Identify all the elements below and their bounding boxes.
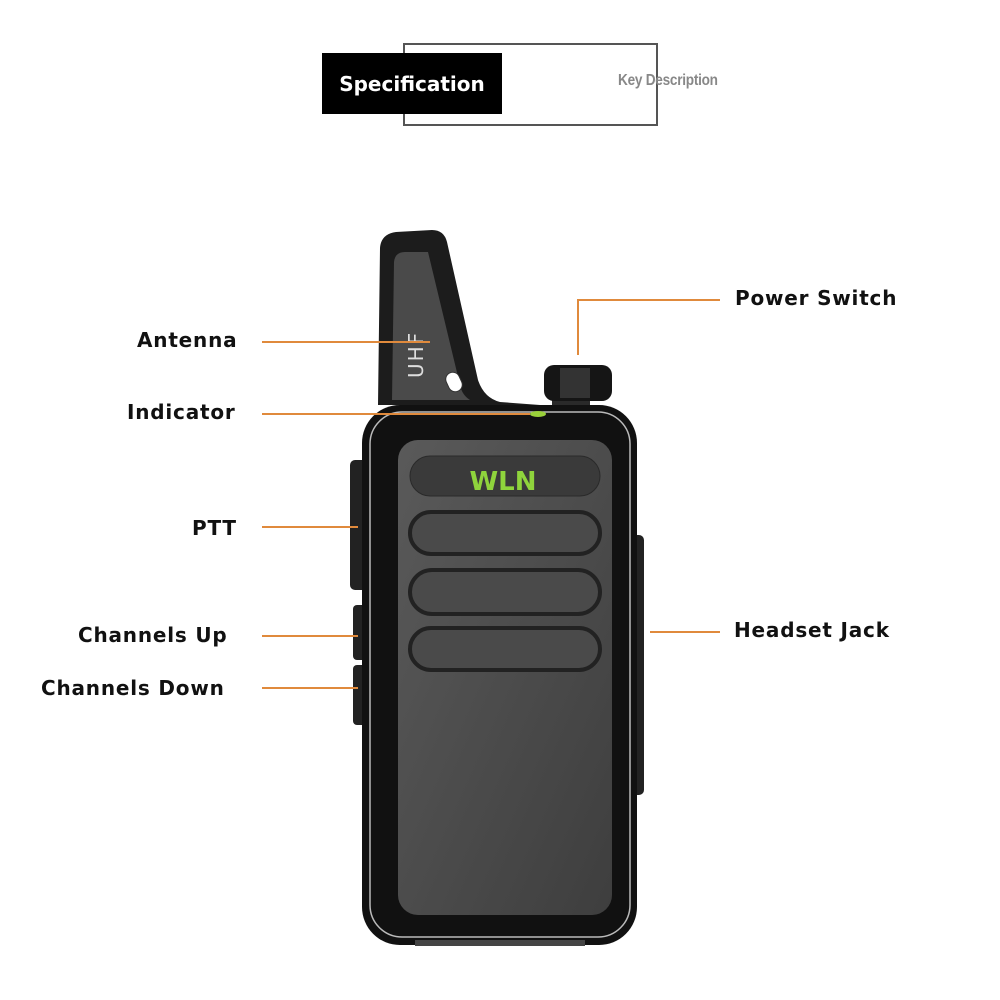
channels-up-label: Channels Up — [78, 623, 228, 647]
indicator-led — [530, 411, 546, 417]
headset-jack-label: Headset Jack — [734, 618, 890, 642]
key-description-tab[interactable]: Key Description — [618, 72, 718, 89]
channels-down-label: Channels Down — [41, 676, 225, 700]
ptt-label: PTT — [192, 516, 237, 540]
power-switch-callout-line — [577, 299, 720, 355]
specification-tab[interactable]: Specification — [322, 53, 502, 114]
indicator-label: Indicator — [127, 400, 236, 424]
antenna-label: Antenna — [137, 328, 238, 352]
brand-logo: WLN — [469, 467, 536, 497]
antenna-marking: UHF — [404, 331, 428, 378]
callout-lines — [262, 299, 720, 689]
power-switch-label: Power Switch — [735, 286, 898, 310]
speaker-grille-panel — [398, 440, 612, 915]
